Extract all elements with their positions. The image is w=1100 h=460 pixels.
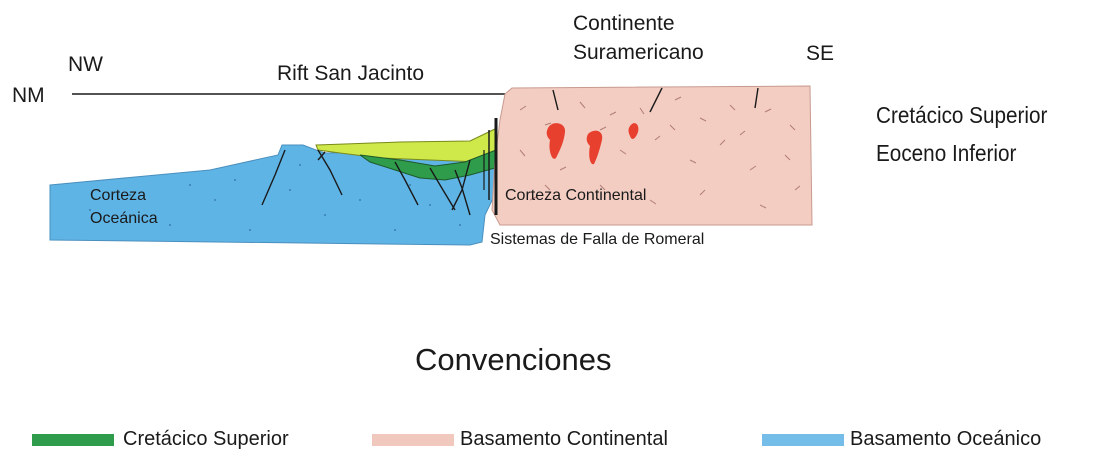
continental-crust	[491, 85, 813, 226]
label-corteza-oceanica-2: Oceánica	[90, 210, 158, 227]
intrusion-1	[546, 123, 566, 159]
legend-label-cretaceous: Cretácico Superior	[123, 428, 289, 450]
label-nm: NM	[12, 84, 45, 107]
romeral-fault-zone	[483, 118, 498, 215]
continental-faults	[552, 87, 759, 113]
label-age-1: Cretácico Superior	[876, 102, 1048, 128]
legend-title: Convenciones	[415, 342, 612, 377]
oceanic-stipple	[89, 164, 461, 231]
intrusion-3	[628, 123, 639, 139]
legend-swatch-oceanic	[762, 434, 844, 446]
oceanic-faults	[261, 149, 471, 216]
label-suramericano: Suramericano	[573, 41, 704, 64]
legend-swatch-continental	[372, 434, 454, 446]
legend-label-continental: Basamento Continental	[460, 428, 668, 450]
label-continente: Continente	[573, 12, 675, 35]
label-nw: NW	[68, 53, 103, 76]
legend-label-oceanic: Basamento Oceánico	[850, 428, 1042, 450]
label-corteza-oceanica-1: Corteza	[90, 187, 147, 204]
label-falla-romeral: Sistemas de Falla de Romeral	[490, 231, 705, 248]
cretaceous-green-layer	[359, 149, 497, 181]
label-rift: Rift San Jacinto	[277, 62, 425, 85]
label-corteza-continental: Corteza Continental	[505, 187, 647, 204]
label-se: SE	[806, 42, 835, 65]
label-age-2: Eoceno Inferior	[876, 140, 1017, 166]
intrusion-2	[586, 130, 603, 165]
continental-stipple	[519, 96, 801, 209]
red-intrusions	[546, 123, 639, 165]
legend-swatch-cretaceous	[32, 434, 114, 446]
